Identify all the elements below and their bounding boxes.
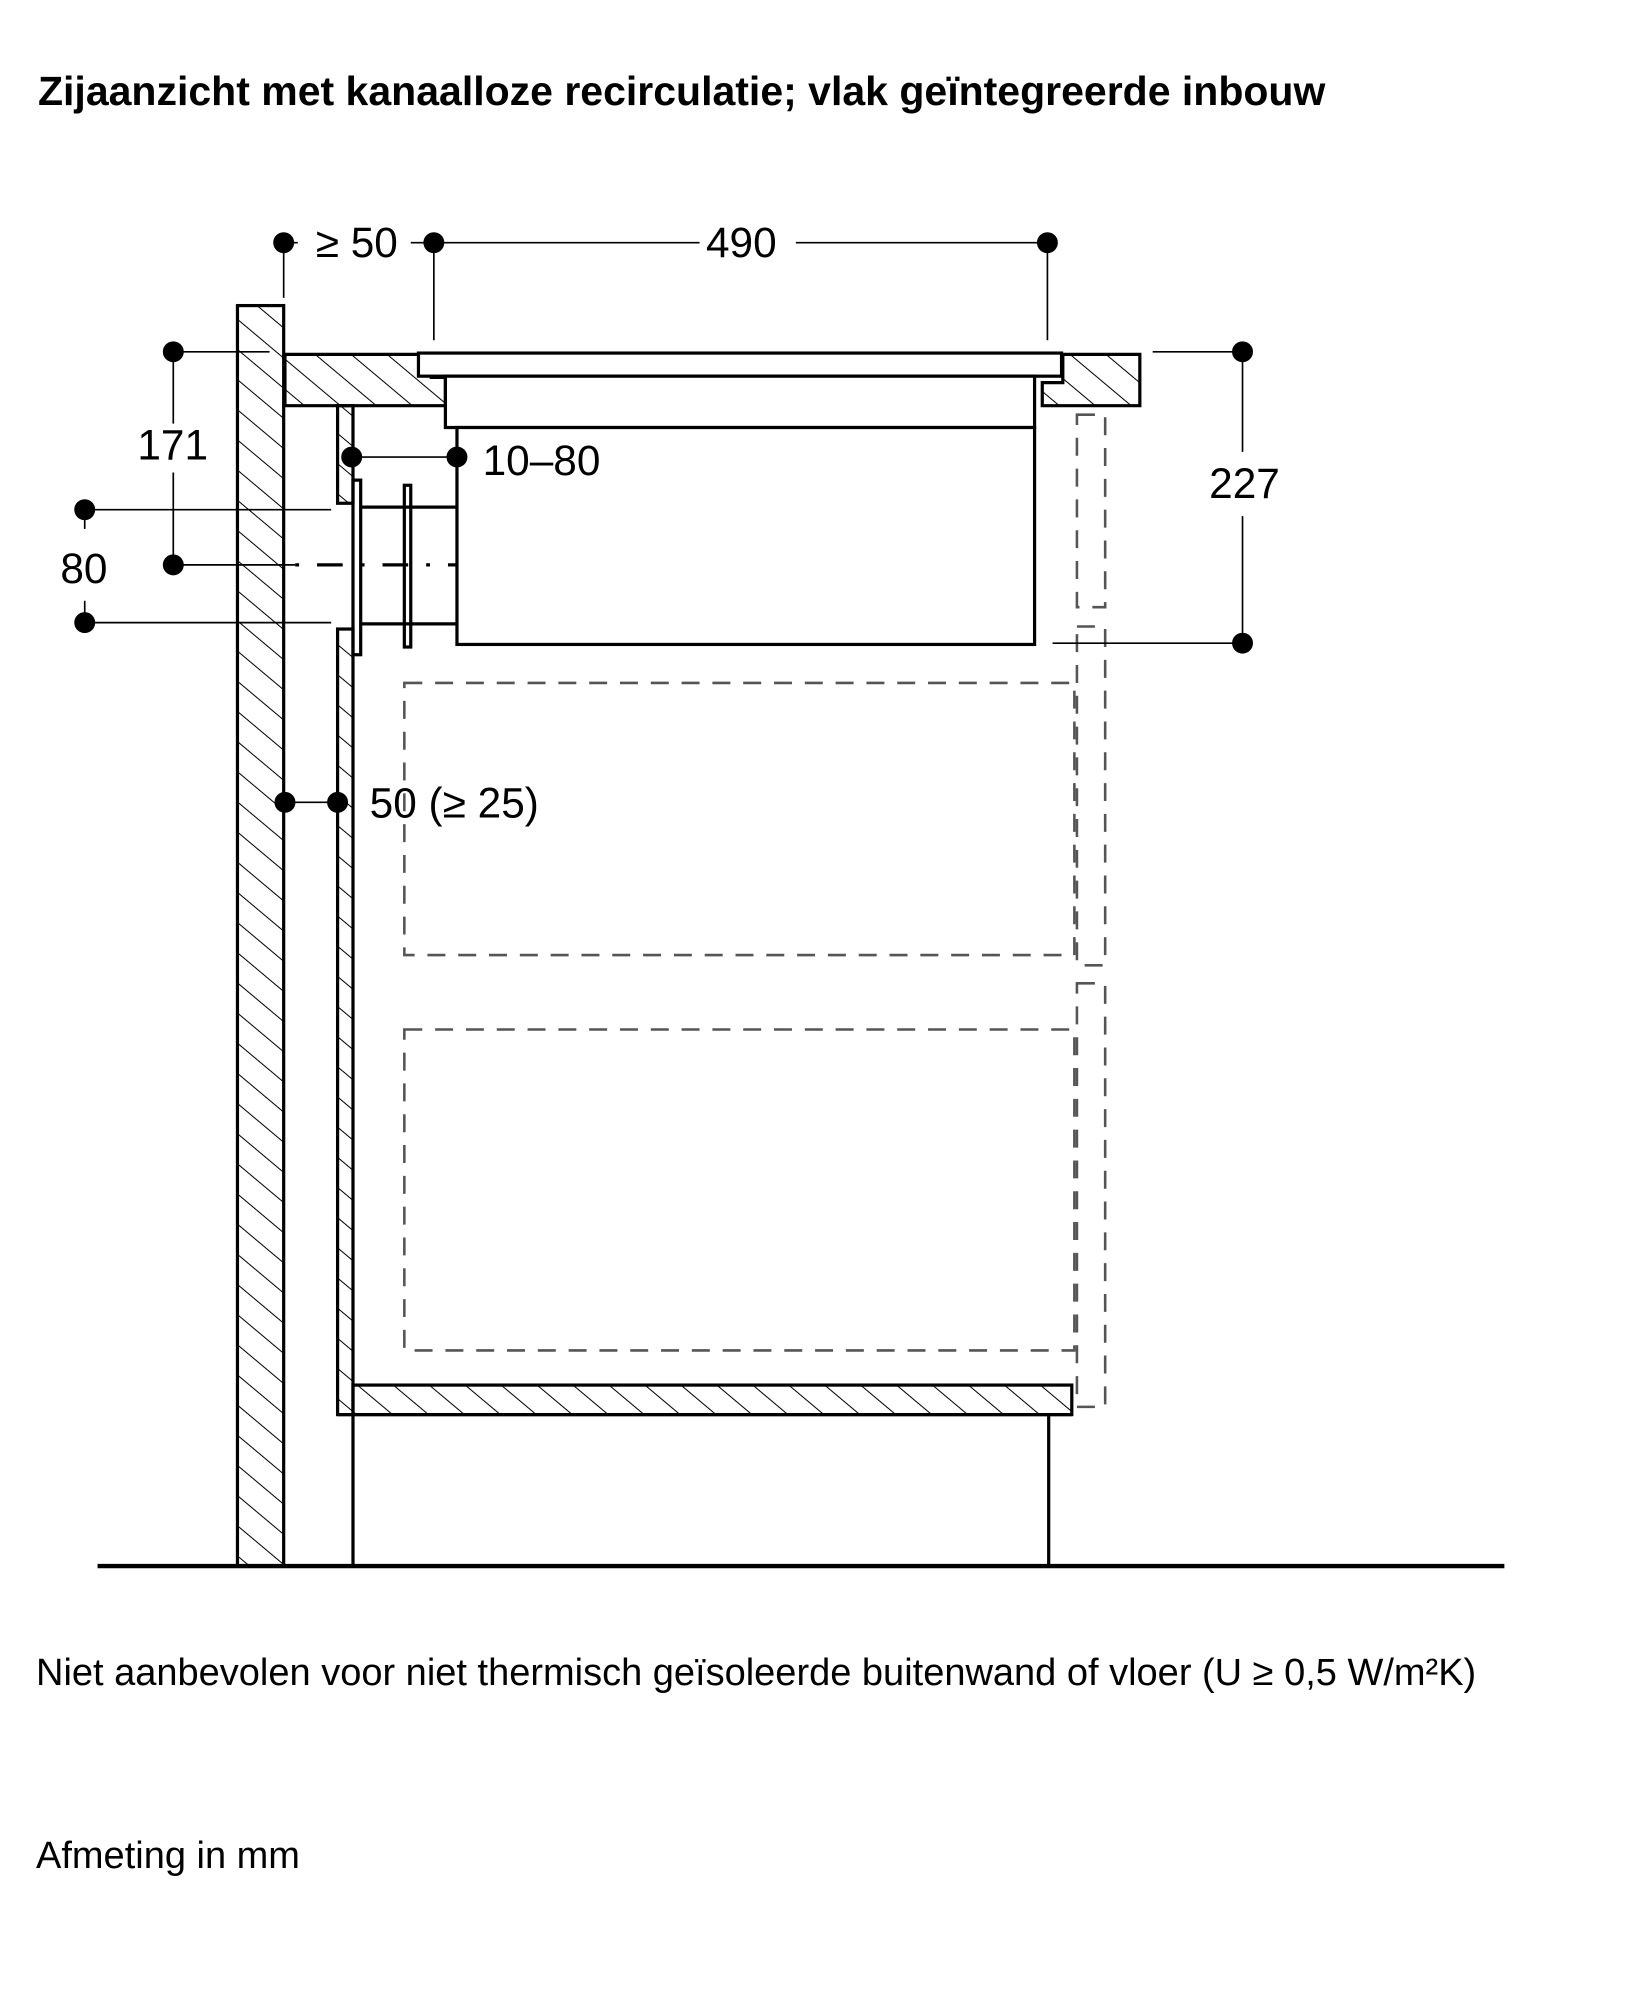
dim-height-171: 171 (137, 422, 208, 469)
dim-wall-gap: ≥ 50 (316, 219, 398, 266)
hob-body (455, 425, 1037, 647)
dim-hob-width: 490 (706, 219, 777, 266)
cabinet-base (351, 1383, 1074, 1417)
insulation-note: Niet aanbevolen voor niet thermisch geïs… (36, 1652, 1477, 1694)
dim-back-gap: 50 (≥ 25) (370, 780, 539, 827)
hob-upper (443, 374, 1037, 430)
drawer-2 (403, 1028, 1076, 1352)
dim-duct-offset: 10–80 (483, 437, 601, 484)
unit-note: Afmeting in mm (36, 1835, 300, 1877)
dim-duct-height: 80 (60, 545, 107, 592)
drawer-1 (403, 681, 1076, 957)
hob-glass (416, 351, 1064, 378)
diagram-title: Zijaanzicht met kanaalloze recirculatie;… (38, 68, 1326, 114)
dim-total-depth: 227 (1209, 460, 1280, 507)
wall (235, 303, 286, 1568)
countertop-right (1040, 352, 1142, 408)
